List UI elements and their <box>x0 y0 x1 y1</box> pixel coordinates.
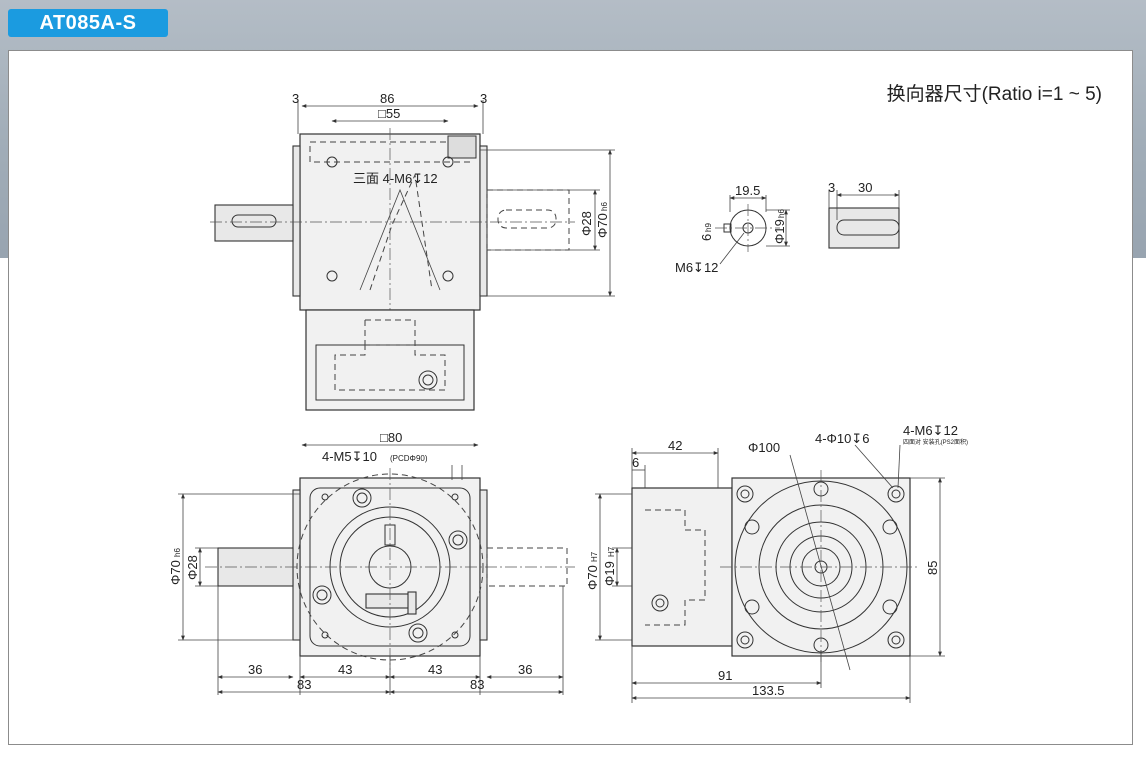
holes-note: 4-Φ10↧6 <box>815 431 870 446</box>
side-plug <box>651 594 669 612</box>
dim-label: 36 <box>248 662 262 677</box>
side-view: 42 6 Φ100 4-Φ10↧6 4-M6↧12 四面对 安装孔(PS2面积)… <box>585 423 968 703</box>
dim-label: 3 <box>480 91 487 106</box>
front-mount-hole <box>312 585 332 605</box>
dim-label: 86 <box>380 91 394 106</box>
top-right-shaft <box>486 189 570 251</box>
side-housing <box>631 487 733 647</box>
panel-title: 换向器尺寸(Ratio i=1 ~ 5) <box>886 84 1102 105</box>
top-left-shaft <box>214 204 294 242</box>
top-gear-outline <box>359 188 441 291</box>
holes-note: 三面 4-M6↧12 <box>353 171 438 186</box>
side-corner-hole <box>887 631 905 649</box>
dim-label: 3 <box>828 180 835 195</box>
front-mount-hole <box>408 623 428 643</box>
dim-label: Φ28 <box>185 555 200 580</box>
tol-label: H7 <box>607 546 616 557</box>
top-left-flange <box>292 145 301 297</box>
shaft-keyway <box>836 219 900 236</box>
thread-subnote: 四面对 安装孔(PS2面积) <box>903 438 968 446</box>
front-view: □80 4-M5↧10 (PCDΦ90) Φ70 h6 Φ28 36 43 43… <box>168 430 575 695</box>
pcd-note: (PCDΦ90) <box>390 454 428 463</box>
dim-label: □55 <box>378 106 400 121</box>
dim-label: 43 <box>428 662 442 677</box>
side-corner-hole <box>736 485 754 503</box>
dim-label: 30 <box>858 180 872 195</box>
dim-label: 85 <box>925 561 940 575</box>
dim-label: 6 <box>632 455 639 470</box>
dim-label: 3 <box>292 91 299 106</box>
side-hole <box>744 519 760 535</box>
dim-label: Φ70 <box>585 565 600 590</box>
dim-label: 133.5 <box>752 683 785 698</box>
side-corner-hole <box>887 485 905 503</box>
top-hole <box>326 156 338 168</box>
side-corner-hole <box>736 631 754 649</box>
side-hole <box>882 519 898 535</box>
top-right-flange <box>479 145 488 297</box>
tol-label: H7 <box>590 551 599 562</box>
dim-label: 36 <box>518 662 532 677</box>
top-hole <box>442 156 454 168</box>
holes-note: 4-M5↧10 <box>322 449 377 464</box>
shaft-side <box>828 207 900 249</box>
drawing-panel: 换向器尺寸(Ratio i=1 ~ 5) <box>8 50 1133 745</box>
dim-label: □80 <box>380 430 402 445</box>
top-hole <box>326 270 338 282</box>
thread-label: M6↧12 <box>675 260 718 275</box>
thread-note: 4-M6↧12 <box>903 423 958 438</box>
dim-label: 91 <box>718 668 732 683</box>
dim-label: Φ19 <box>602 561 617 586</box>
tol-label: h9 <box>704 223 713 232</box>
dim-label: 83 <box>470 677 484 692</box>
tol-label: h6 <box>777 209 786 218</box>
dim-label: 6 <box>699 234 714 241</box>
dim-label: 83 <box>297 677 311 692</box>
front-mount-hole <box>352 488 372 508</box>
top-view: 3 86 3 □55 三面 4-M6↧12 Φ28 Φ70 h6 <box>210 91 615 411</box>
front-right-shaft <box>486 547 568 587</box>
front-mount-hole <box>448 530 468 550</box>
dim-label: Φ100 <box>748 440 780 455</box>
dim-label: Φ28 <box>579 211 594 236</box>
side-hole <box>744 599 760 615</box>
dim-label: 42 <box>668 438 682 453</box>
dim-label: Φ19 <box>772 219 787 244</box>
top-lower-housing <box>305 309 475 411</box>
dim-label: Φ70 <box>595 213 610 238</box>
key-detail: 19.5 6 h9 Φ19 h6 M6↧12 3 30 <box>675 180 900 275</box>
dim-label: 19.5 <box>735 183 760 198</box>
top-corner-section <box>447 135 477 159</box>
top-hole <box>442 270 454 282</box>
tol-label: h6 <box>600 202 609 211</box>
tol-label: h6 <box>173 548 182 557</box>
top-plug <box>418 370 438 390</box>
dim-label: 43 <box>338 662 352 677</box>
top-shaft-key <box>231 214 277 228</box>
dim-label: Φ70 <box>168 560 183 585</box>
side-hole <box>882 599 898 615</box>
model-tag: AT085A-S <box>8 9 168 37</box>
